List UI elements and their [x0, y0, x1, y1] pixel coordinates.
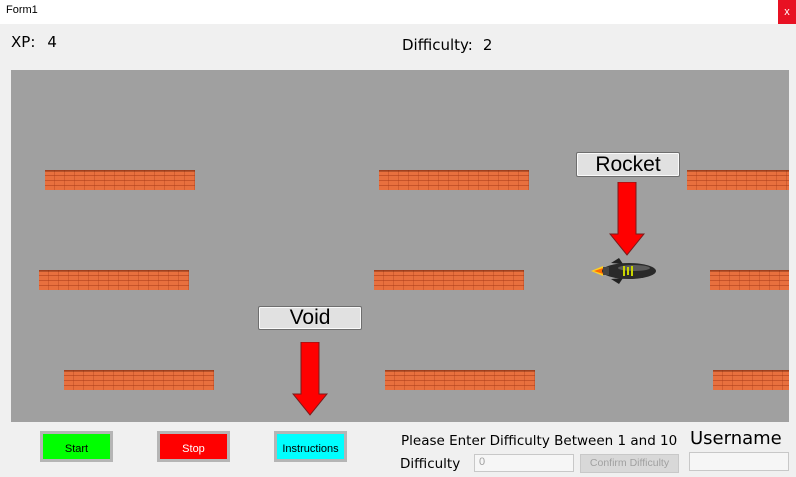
username-input[interactable]: [689, 452, 789, 471]
brick-wall: [713, 370, 789, 390]
xp-value: 4: [47, 33, 57, 51]
close-button[interactable]: x: [778, 0, 796, 24]
difficulty-prompt: Please Enter Difficulty Between 1 and 10: [401, 433, 678, 449]
difficulty-input[interactable]: 0: [474, 454, 574, 472]
game-canvas[interactable]: Rocket Void: [11, 70, 789, 422]
brick-wall: [39, 270, 189, 290]
xp-label: XP:: [11, 33, 36, 51]
brick-wall: [64, 370, 214, 390]
void-label: Void: [258, 306, 362, 330]
rocket-arrow-icon: [609, 182, 645, 256]
brick-wall: [710, 270, 789, 290]
difficulty-input-label: Difficulty: [400, 456, 461, 472]
instructions-button[interactable]: Instructions: [274, 431, 347, 462]
difficulty-display-value: 2: [482, 36, 493, 54]
difficulty-display: Difficulty: 2: [402, 36, 492, 54]
window-title: Form1: [6, 4, 38, 16]
username-label: Username: [690, 428, 782, 449]
xp-display: XP: 4: [11, 33, 57, 51]
brick-wall: [379, 170, 529, 190]
stop-button[interactable]: Stop: [157, 431, 230, 462]
brick-wall: [385, 370, 535, 390]
confirm-difficulty-button[interactable]: Confirm Difficulty: [580, 454, 679, 473]
title-bar: Form1 x: [0, 0, 796, 24]
difficulty-display-label: Difficulty:: [402, 36, 473, 54]
void-arrow-icon: [292, 342, 328, 416]
brick-wall: [687, 170, 789, 190]
rocket-label: Rocket: [576, 152, 680, 177]
start-button[interactable]: Start: [40, 431, 113, 462]
brick-wall: [45, 170, 195, 190]
brick-wall: [374, 270, 524, 290]
rocket-icon: [591, 258, 656, 284]
